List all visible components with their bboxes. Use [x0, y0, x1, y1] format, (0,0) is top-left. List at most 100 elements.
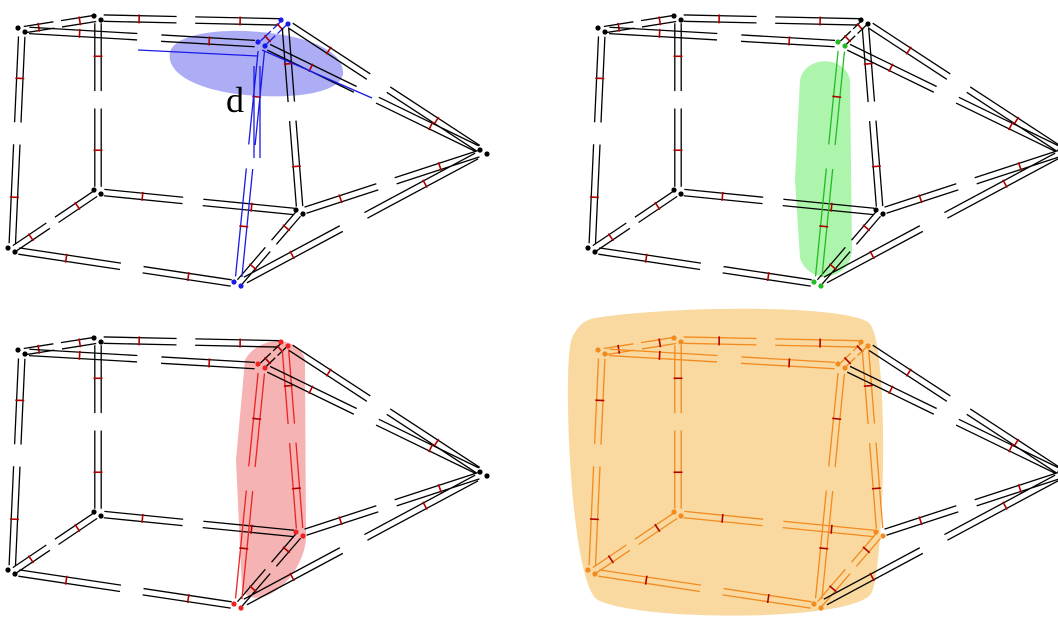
cross-tick [831, 203, 832, 212]
cross-tick [722, 192, 723, 201]
node-dot [671, 509, 676, 514]
edge-line [161, 357, 255, 362]
node-dot [293, 207, 298, 212]
node-dot [300, 533, 305, 538]
cross-tick [252, 418, 261, 419]
cross-tick [28, 234, 33, 241]
node-dot [835, 361, 840, 366]
edge-line [15, 358, 19, 444]
cross-tick [75, 202, 80, 209]
edge-line [641, 15, 675, 20]
cross-tick [819, 548, 828, 549]
node-dot [22, 351, 27, 356]
cross-tick [659, 29, 660, 38]
cross-tick [864, 385, 873, 386]
node-dot [678, 339, 683, 344]
cross-tick [429, 122, 433, 130]
node-dot [278, 17, 283, 22]
node-dot [98, 17, 103, 22]
cross-tick [889, 386, 893, 394]
node-dot [12, 249, 17, 254]
node-dot [238, 605, 243, 610]
edge-line [741, 41, 835, 46]
node-dot [678, 191, 683, 196]
cross-tick [659, 351, 660, 360]
edge-line [364, 153, 475, 212]
node-dot [678, 513, 683, 518]
cross-tick [283, 225, 290, 231]
cross-tick [864, 63, 873, 64]
edge-line [244, 226, 340, 277]
edge-line [21, 359, 25, 445]
node-dot [880, 211, 885, 216]
node-dot [477, 147, 482, 152]
edge-line [195, 339, 279, 341]
edge-line [236, 168, 247, 276]
edge-line [305, 506, 377, 529]
highlight-label: d [226, 80, 244, 120]
edge-line [635, 191, 674, 217]
edge-line [19, 570, 121, 585]
edge-line [29, 349, 137, 355]
node-dot [91, 13, 96, 18]
edge-line [104, 15, 177, 17]
node-dot [873, 529, 878, 534]
edge-line [944, 153, 1055, 212]
cross-tick [863, 225, 870, 231]
edge-line [387, 92, 477, 150]
edge-line [847, 50, 934, 92]
edge-line [61, 337, 95, 342]
cross-tick [142, 514, 143, 523]
cross-tick [79, 351, 80, 360]
edge-line [599, 248, 701, 263]
edge-line [21, 37, 25, 123]
node-dot [671, 187, 676, 192]
node-dot [811, 279, 816, 284]
edge-line [947, 481, 1058, 540]
edge-line [601, 37, 605, 123]
edge-line [143, 273, 231, 286]
cross-tick [239, 548, 248, 549]
edge-line [104, 337, 177, 339]
cross-tick [831, 525, 832, 534]
edge-line [609, 34, 717, 40]
edge-line [887, 190, 959, 213]
edge-line [387, 414, 477, 473]
node-dot [231, 279, 236, 284]
cross-tick [309, 386, 313, 394]
node-dot [880, 533, 885, 538]
node-dot [865, 343, 870, 348]
node-dot [12, 571, 17, 576]
edge-line [9, 144, 14, 243]
edge-line [296, 121, 303, 207]
panel-top-right [585, 13, 1058, 288]
node-dot [671, 335, 676, 340]
cross-tick [832, 418, 841, 419]
cross-tick [75, 524, 80, 531]
cross-tick [423, 502, 427, 510]
edge-line [947, 159, 1058, 218]
edge-line [595, 145, 600, 244]
cross-tick [284, 63, 293, 64]
edge-line [242, 252, 270, 284]
edge-line [104, 511, 183, 519]
node-dot [5, 245, 10, 250]
edge-line [305, 184, 377, 207]
edge-line [29, 356, 137, 362]
cross-tick [142, 192, 143, 201]
edge-line [18, 576, 120, 591]
node-dot [484, 473, 489, 478]
edge-line [642, 22, 676, 27]
edge-line [62, 344, 96, 349]
edge-line [18, 254, 120, 269]
edge-line [55, 513, 94, 539]
cross-tick [79, 29, 80, 38]
edge-line [850, 44, 937, 86]
node-dot [255, 361, 260, 366]
edge-line [977, 157, 1058, 184]
edge-line [684, 21, 757, 23]
edge-line [307, 190, 379, 213]
edge-line [59, 518, 98, 544]
highlight-region [795, 61, 852, 276]
edge-line [367, 159, 478, 218]
